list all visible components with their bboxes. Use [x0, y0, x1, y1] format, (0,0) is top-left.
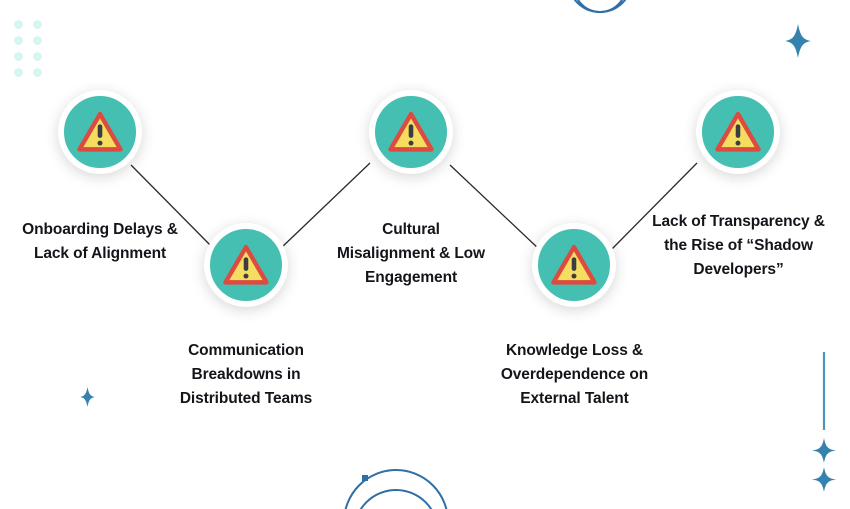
node-label: Lack of Transparency & the Rise of “Shad… [652, 213, 825, 279]
warning-bubble[interactable] [204, 223, 288, 307]
node-label: Knowledge Loss & Overdependence on Exter… [500, 342, 649, 408]
sparkle-icon-bottom-right-upper [812, 438, 836, 463]
grid-dot [33, 68, 42, 77]
dot-grid-decoration [14, 20, 52, 84]
grid-dot [14, 20, 23, 29]
grid-dot [14, 68, 23, 77]
grid-dot [14, 36, 23, 45]
sparkle-icon-bottom-right-lower [812, 467, 836, 492]
node-label: Onboarding Delays & Lack of Alignment [22, 221, 178, 263]
circle-outline-bottom [344, 469, 448, 509]
warning-bubble[interactable] [369, 90, 453, 174]
circle-outline-top [573, 0, 627, 13]
grid-dot [14, 52, 23, 61]
warning-triangle-icon [551, 244, 597, 285]
warning-bubble[interactable] [696, 90, 780, 174]
node-label: Communication Breakdowns in Distributed … [179, 342, 313, 408]
grid-dot [33, 52, 42, 61]
node-label: Cultural Misalignment & Low Engagement [336, 221, 486, 287]
warning-triangle-icon [77, 111, 123, 152]
sparkle-icon-left [80, 387, 95, 407]
warning-bubble[interactable] [58, 90, 142, 174]
grid-dot [33, 36, 42, 45]
square-dot-bottom [362, 475, 368, 481]
warning-bubble[interactable] [532, 223, 616, 307]
warning-triangle-icon [223, 244, 269, 285]
warning-triangle-icon [715, 111, 761, 152]
sparkle-icon-top-right [785, 24, 811, 58]
grid-dot [33, 20, 42, 29]
warning-triangle-icon [388, 111, 434, 152]
